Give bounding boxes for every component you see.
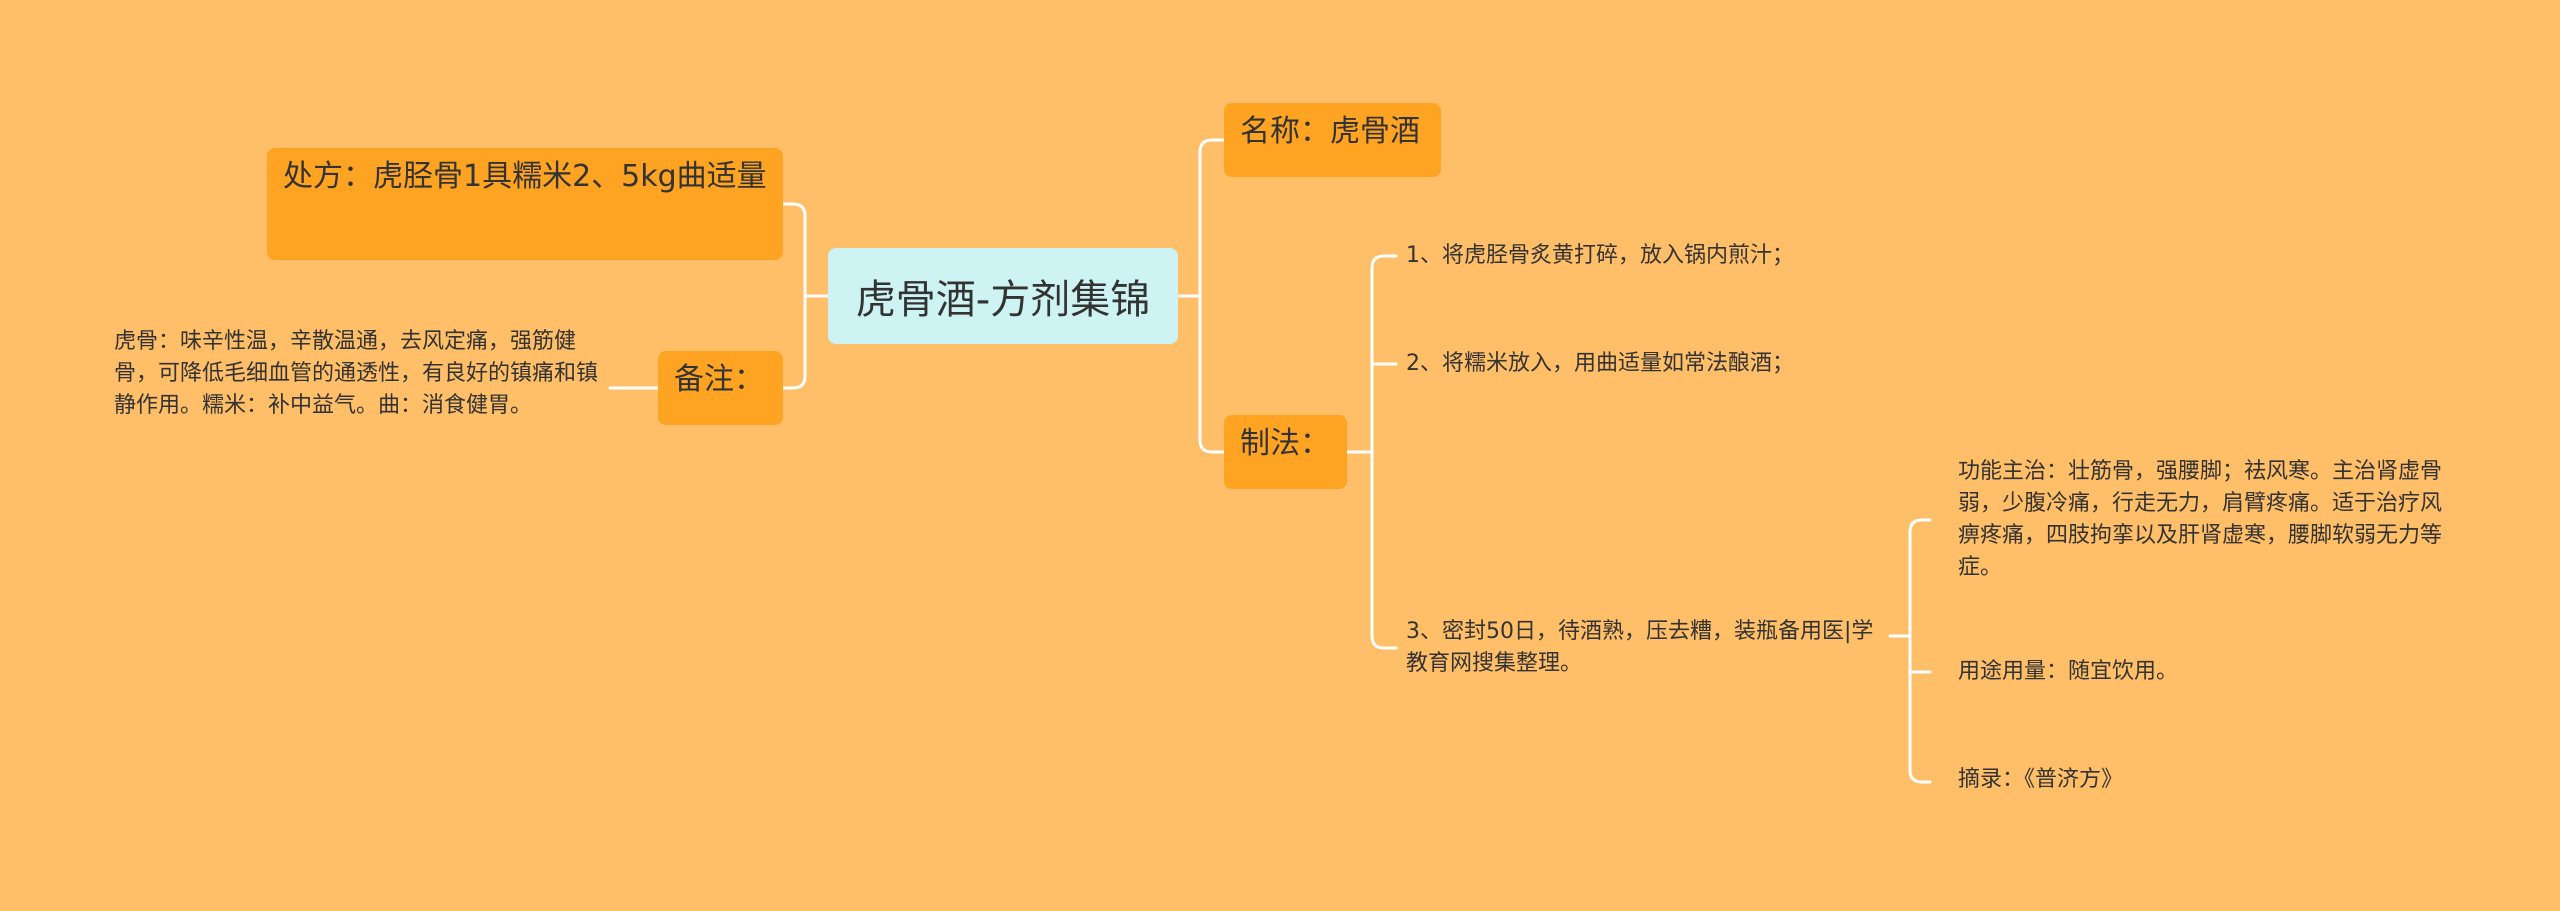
notes-node[interactable]: 备注： bbox=[658, 351, 783, 425]
notes-detail-text: 虎骨：味辛性温，辛散温通，去风定痛，强筋健骨，可降低毛细血管的通透性，有良好的镇… bbox=[114, 329, 599, 418]
step3-detail-usage: 用途用量：随宜饮用。 bbox=[1958, 659, 2179, 684]
central-topic-label: 虎骨酒-方剂集锦 bbox=[855, 277, 1151, 323]
notes-label: 备注： bbox=[674, 362, 764, 397]
step3-detail-source: 摘录：《普济方》 bbox=[1958, 767, 2124, 792]
prescription-node[interactable]: 处方：虎胫骨1具糯米2、5kg曲适量 bbox=[267, 148, 783, 260]
method-label: 制法： bbox=[1240, 426, 1330, 461]
method-step-2: 2、将糯米放入，用曲适量如常法酿酒； bbox=[1406, 351, 1794, 376]
name-label: 名称：虎骨酒 bbox=[1240, 114, 1420, 149]
central-topic[interactable]: 虎骨酒-方剂集锦 bbox=[828, 248, 1178, 344]
name-node[interactable]: 名称：虎骨酒 bbox=[1224, 103, 1441, 177]
step3-detail-function: 功能主治：壮筋骨，强腰脚；祛风寒。主治肾虚骨弱，少腹冷痛，行走无力，肩臂疼痛。适… bbox=[1958, 459, 2443, 580]
method-step-3: 3、密封50日，待酒熟，压去糟，装瓶备用医|学教育网搜集整理。 bbox=[1406, 619, 1874, 676]
method-step-1: 1、将虎胫骨炙黄打碎，放入锅内煎汁； bbox=[1406, 243, 1794, 268]
method-node[interactable]: 制法： bbox=[1224, 415, 1347, 489]
prescription-label: 处方：虎胫骨1具糯米2、5kg曲适量 bbox=[283, 159, 767, 194]
